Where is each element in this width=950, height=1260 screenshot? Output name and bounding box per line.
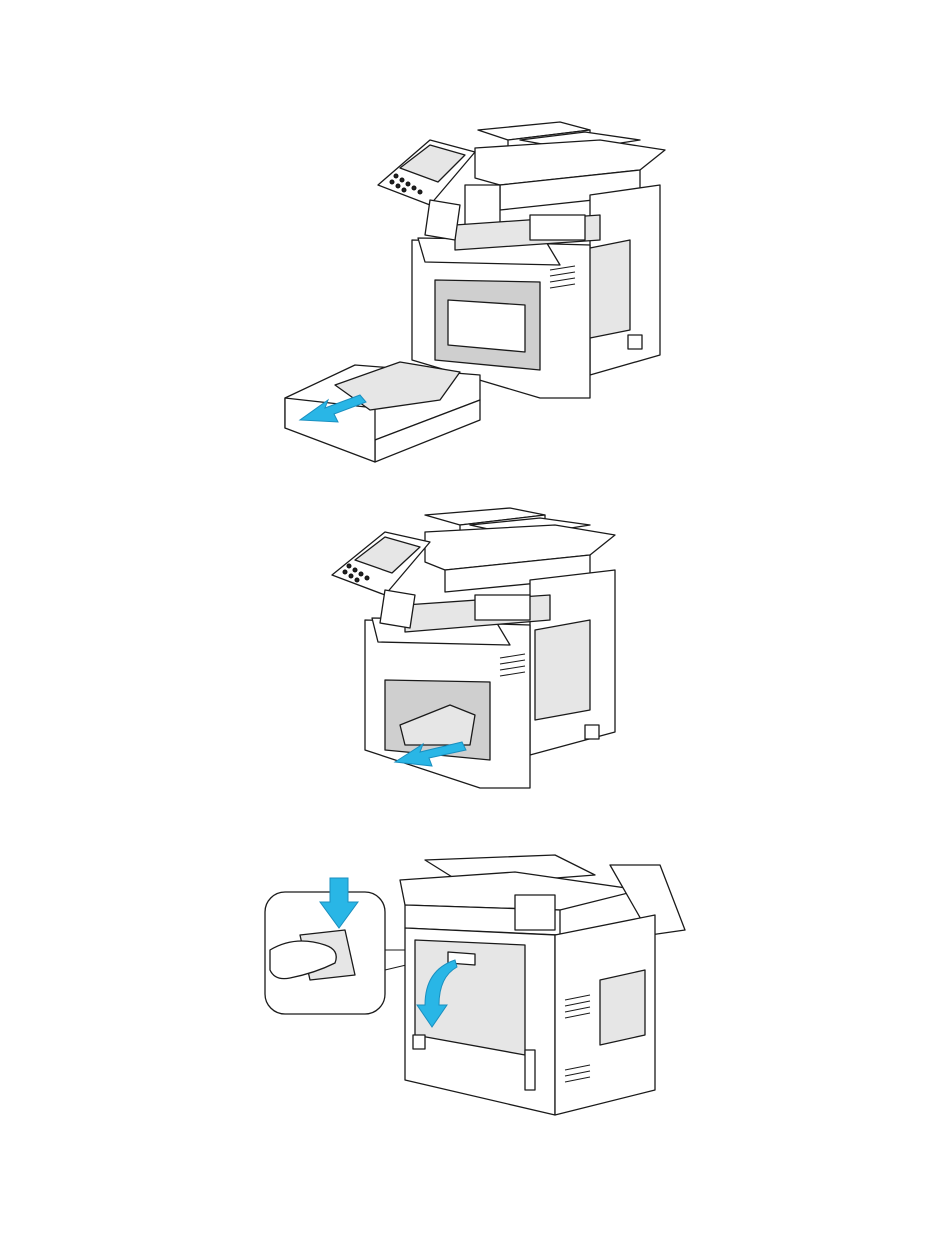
port-icon — [413, 1035, 425, 1049]
figure-3-illustration — [0, 810, 950, 1260]
figure-3-rear-door — [0, 810, 950, 1260]
figure-2-remove-jammed-paper — [0, 470, 950, 810]
power-switch-icon — [585, 725, 599, 739]
figure-1-tray-removed — [0, 0, 950, 470]
figure-1-illustration — [0, 0, 950, 470]
power-switch-icon — [628, 335, 642, 349]
figure-2-illustration — [0, 470, 950, 810]
